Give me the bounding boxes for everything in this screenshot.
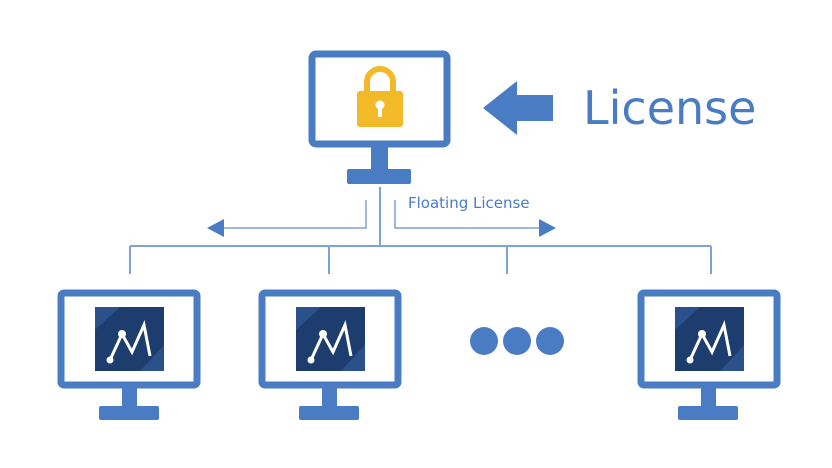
app-logo-icon <box>95 307 164 371</box>
app-logo-icon <box>296 307 365 371</box>
more-dots-icon <box>470 327 564 355</box>
distribution-network <box>129 187 712 274</box>
floating-arrow-left-icon <box>207 219 224 237</box>
app-logo-icon <box>675 307 744 371</box>
client-monitor-1 <box>57 289 201 420</box>
lock-icon <box>357 66 403 127</box>
server-stand-base <box>347 169 411 184</box>
arrow-left-icon <box>483 81 553 135</box>
client-monitor-2 <box>258 289 402 420</box>
license-label: License <box>583 81 756 135</box>
license-server-monitor <box>308 50 451 184</box>
floating-license-label: Floating License <box>408 194 530 212</box>
floating-arrow-right-icon <box>539 219 556 237</box>
client-monitor-3 <box>637 289 781 420</box>
server-stand-neck <box>371 147 388 171</box>
